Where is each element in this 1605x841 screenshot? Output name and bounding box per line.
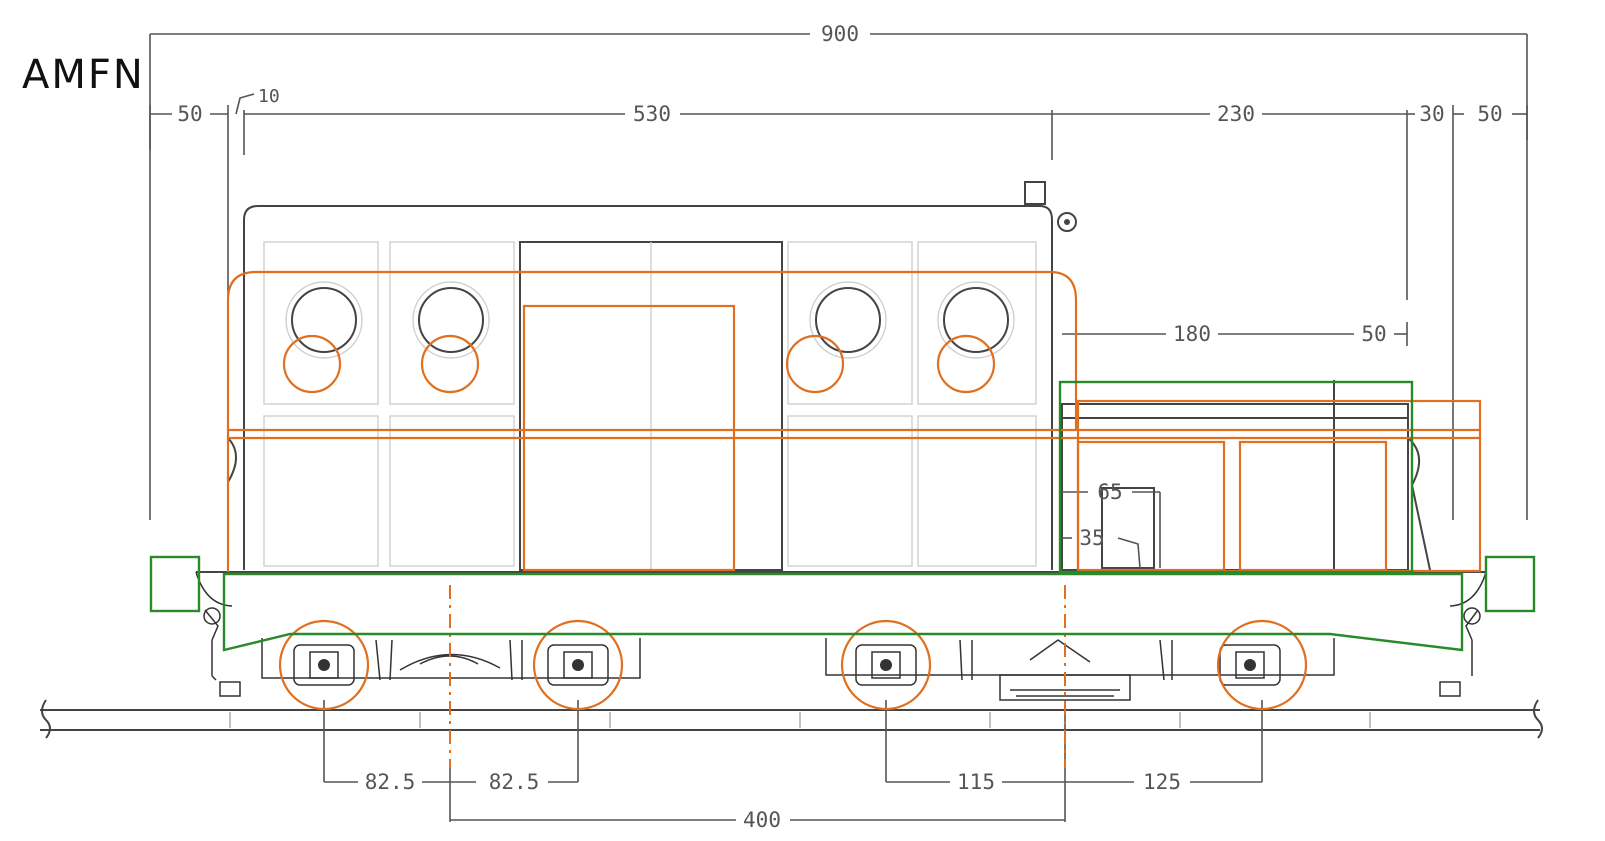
dimension-left-end-label: 50 (177, 102, 202, 126)
wheel-set (293, 644, 1281, 686)
dimension-hood: 180 50 65 35 (1062, 322, 1408, 569)
dimension-row-bottom: 82.5 82.5 115 125 400 (323, 700, 1263, 832)
right-buffer-overlay (1484, 555, 1536, 613)
green-overlay (149, 380, 1536, 652)
dimension-hood-step-label: 50 (1361, 322, 1386, 346)
dimension-axle-left-a-label: 82.5 (365, 770, 416, 794)
cab-body (227, 181, 1077, 571)
hood-body (1061, 380, 1431, 571)
drawing-title: AMFN (22, 52, 145, 98)
dimension-left-small-label: 10 (258, 86, 280, 107)
wheel-4 (1219, 644, 1281, 686)
dimension-bogie-centers-label: 400 (743, 808, 781, 832)
left-buffer-overlay (149, 555, 201, 613)
rail-track (40, 699, 1543, 739)
dimension-row-top: 50 10 530 230 30 50 (149, 86, 1528, 545)
wheel-3 (855, 644, 917, 686)
chassis (195, 571, 1487, 701)
orange-overlay (226, 270, 1482, 768)
dimension-right-small-label: 30 (1419, 102, 1444, 126)
dimension-hood-section-label: 180 (1173, 322, 1211, 346)
dimension-window-b-label: 35 (1079, 526, 1104, 550)
dimension-axle-left-b-label: 82.5 (489, 770, 540, 794)
dimension-hood-length-label: 230 (1217, 102, 1255, 126)
dimension-axle-right-b-label: 125 (1143, 770, 1181, 794)
wheel-3-overlay (840, 619, 932, 711)
dimension-window-a-label: 65 (1097, 480, 1122, 504)
wheel-1 (293, 644, 355, 686)
wheel-2-overlay (532, 619, 624, 711)
dimension-overall-label: 900 (821, 22, 859, 46)
dimension-cab-length-label: 530 (633, 102, 671, 126)
dimension-right-end-label: 50 (1477, 102, 1502, 126)
wheel-4-overlay (1216, 619, 1308, 711)
wheel-1-overlay (278, 619, 370, 711)
dimension-axle-right-a-label: 115 (957, 770, 995, 794)
wheel-2 (547, 644, 609, 686)
